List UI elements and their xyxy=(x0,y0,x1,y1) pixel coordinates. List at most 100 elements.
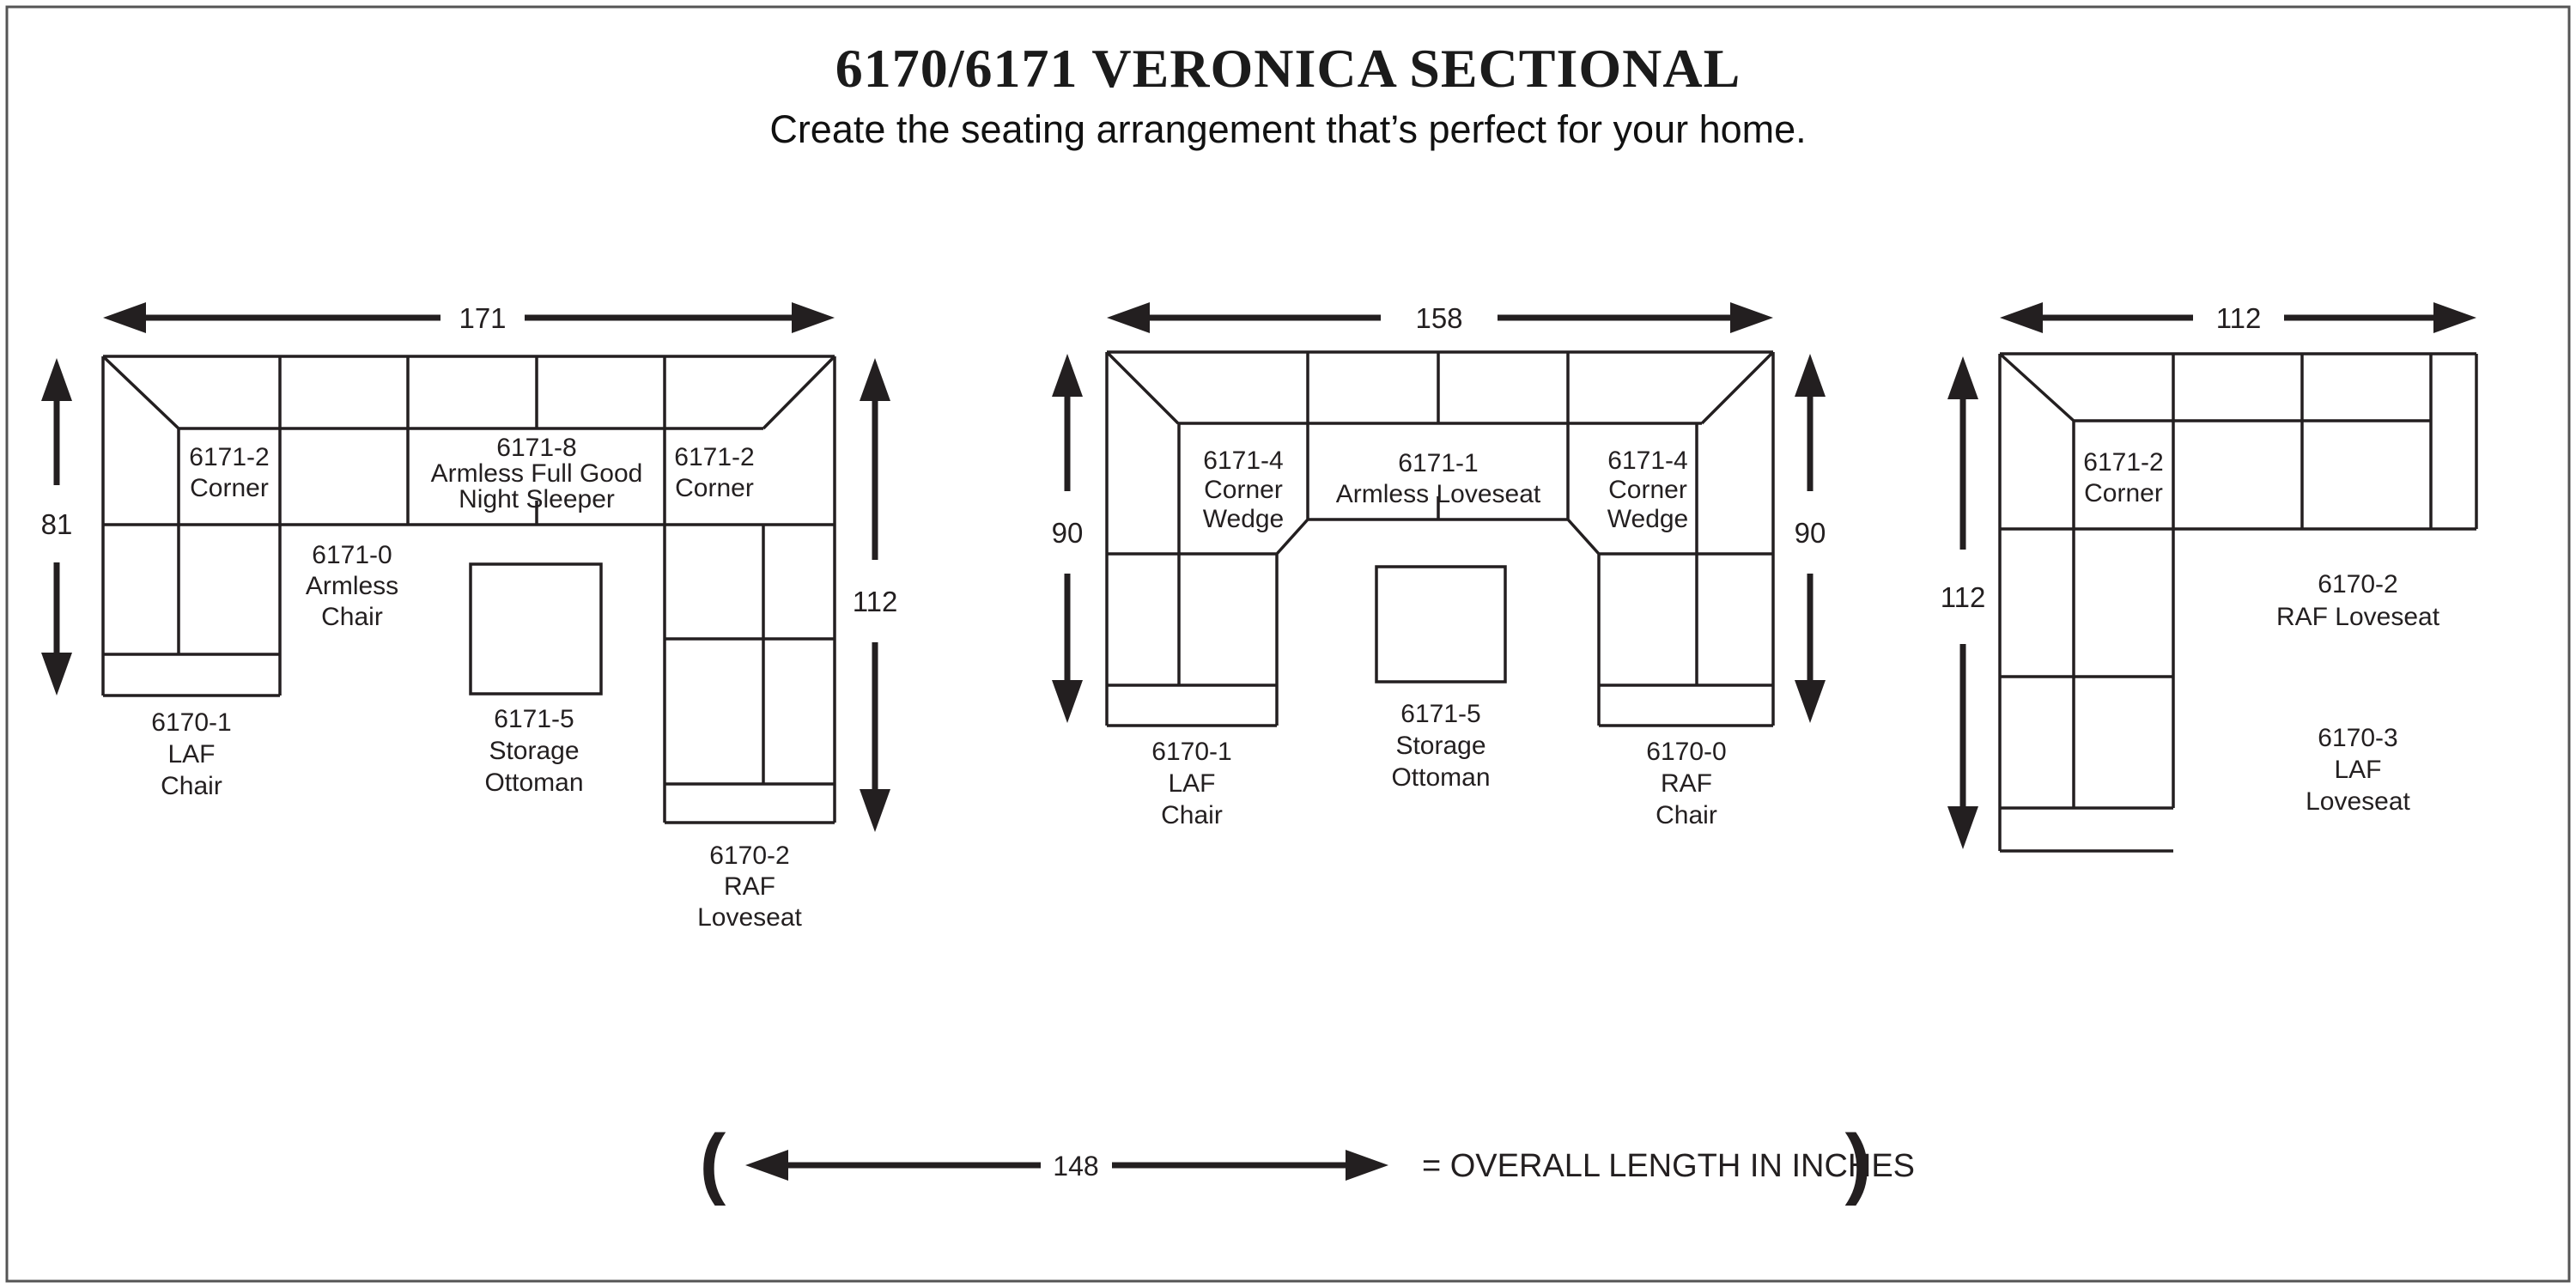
svg-text:Corner: Corner xyxy=(675,474,754,502)
svg-text:6171-5: 6171-5 xyxy=(1400,700,1480,728)
arrowhead-right-icon xyxy=(1346,1150,1388,1181)
piece-label-storage-ottoman: 6171-5 Storage Ottoman xyxy=(484,705,583,797)
right-depth-dimension-arrow: 90 xyxy=(1795,354,1826,723)
left-depth-dimension-arrow: 90 xyxy=(1052,354,1084,723)
sectional-outline xyxy=(1105,350,1775,727)
piece-label-armless-loveseat: 6171-1 Armless Loveseat xyxy=(1336,449,1541,508)
piece-label-laf-chair: 6170-1 LAF Chair xyxy=(1151,738,1231,829)
ottoman-outline xyxy=(1375,565,1507,683)
width-dimension-arrow: 171 xyxy=(103,302,835,334)
piece-label-raf-chair: 6170-0 RAF Chair xyxy=(1646,738,1726,829)
arrowhead-down-icon xyxy=(1795,680,1826,723)
ottoman-outline xyxy=(469,562,603,696)
svg-text:Chair: Chair xyxy=(321,603,383,631)
left-depth-dimension-arrow: 112 xyxy=(1941,356,1985,849)
piece-label-corner: 6171-2 Corner xyxy=(2083,448,2163,507)
piece-label-storage-ottoman: 6171-5 Storage Ottoman xyxy=(1391,700,1490,792)
svg-text:6171-4: 6171-4 xyxy=(1607,447,1687,475)
arrowhead-up-icon xyxy=(860,358,890,401)
piece-label-raf-loveseat: 6170-2 RAF Loveseat xyxy=(697,841,802,932)
svg-text:Armless Full Good: Armless Full Good xyxy=(431,459,643,488)
legend: ( 148 = OVERALL LENGTH IN INCHES ) xyxy=(700,1119,1915,1206)
svg-text:Corner: Corner xyxy=(1608,476,1687,504)
width-dimension-value: 112 xyxy=(2216,302,2262,334)
arrowhead-up-icon xyxy=(1795,354,1826,397)
piece-label-raf-loveseat: 6170-2 RAF Loveseat xyxy=(2276,570,2440,631)
diagram-112-sectional: 112 112 6171-2 Corner 6170-2 RAF Lovesea… xyxy=(1941,302,2478,853)
arrowhead-down-icon xyxy=(41,653,72,696)
arrowhead-left-icon xyxy=(103,302,146,333)
piece-label-corner-right: 6171-2 Corner xyxy=(674,443,754,502)
diagram-171-sectional: 171 81 112 6171-2 Corner xyxy=(41,302,898,932)
left-depth-value: 81 xyxy=(41,508,73,540)
arrowhead-left-icon xyxy=(2000,302,2043,333)
svg-text:6171-0: 6171-0 xyxy=(312,541,392,569)
piece-label-corner-wedge-left: 6171-4 Corner Wedge xyxy=(1203,447,1285,533)
svg-text:Armless Loveseat: Armless Loveseat xyxy=(1336,480,1541,508)
svg-text:6170-2: 6170-2 xyxy=(709,841,789,870)
sectional-outline xyxy=(1998,352,2478,853)
svg-text:Night Sleeper: Night Sleeper xyxy=(459,485,615,513)
diagram-158-sectional: 158 90 90 6171-4 Corner xyxy=(1052,302,1826,829)
svg-text:6171-5: 6171-5 xyxy=(494,705,574,733)
piece-label-armless-chair: 6171-0 Armless Chair xyxy=(306,541,398,631)
right-depth-value: 90 xyxy=(1795,517,1826,549)
legend-length-arrow: 148 xyxy=(745,1150,1388,1182)
width-dimension-value: 158 xyxy=(1415,302,1462,334)
arrowhead-up-icon xyxy=(1052,354,1083,397)
legend-length-value: 148 xyxy=(1053,1151,1098,1182)
width-dimension-value: 171 xyxy=(459,302,506,334)
left-depth-dimension-arrow: 81 xyxy=(41,358,73,696)
left-depth-value: 90 xyxy=(1052,517,1084,549)
svg-text:Wedge: Wedge xyxy=(1203,505,1285,533)
svg-text:Ottoman: Ottoman xyxy=(1391,763,1490,792)
svg-text:6171-1: 6171-1 xyxy=(1398,449,1478,477)
svg-text:Corner: Corner xyxy=(1204,476,1283,504)
svg-text:6170-1: 6170-1 xyxy=(151,708,231,737)
svg-text:Armless: Armless xyxy=(306,572,398,600)
arrowhead-down-icon xyxy=(860,789,890,832)
svg-text:Chair: Chair xyxy=(1656,801,1717,829)
page-title: 6170/6171 VERONICA SECTIONAL xyxy=(835,38,1741,99)
legend-open-paren: ( xyxy=(700,1119,726,1206)
arrowhead-up-icon xyxy=(1947,356,1978,399)
page-border xyxy=(5,5,2571,1283)
svg-text:LAF: LAF xyxy=(167,740,215,769)
svg-text:6171-8: 6171-8 xyxy=(496,434,576,462)
width-dimension-arrow: 112 xyxy=(2000,302,2476,334)
svg-text:6171-2: 6171-2 xyxy=(674,443,754,471)
legend-close-paren: ) xyxy=(1845,1119,1872,1206)
svg-text:RAF: RAF xyxy=(1661,769,1712,798)
svg-text:RAF Loveseat: RAF Loveseat xyxy=(2276,603,2440,631)
right-depth-dimension-arrow: 112 xyxy=(853,358,898,832)
sectional-outline xyxy=(101,355,836,824)
svg-text:Storage: Storage xyxy=(1395,732,1485,760)
arrowhead-up-icon xyxy=(41,358,72,401)
arrowhead-down-icon xyxy=(1947,806,1978,849)
page-subtitle: Create the seating arrangement that’s pe… xyxy=(769,107,1807,151)
svg-text:6171-4: 6171-4 xyxy=(1203,447,1283,475)
arrowhead-right-icon xyxy=(2433,302,2476,333)
svg-text:Corner: Corner xyxy=(2084,479,2163,507)
svg-text:6171-2: 6171-2 xyxy=(2083,448,2163,477)
right-depth-value: 112 xyxy=(853,586,898,617)
svg-text:RAF: RAF xyxy=(724,872,775,901)
svg-text:6170-0: 6170-0 xyxy=(1646,738,1726,766)
svg-text:Corner: Corner xyxy=(190,474,269,502)
piece-label-sleeper: 6171-8 Armless Full Good Night Sleeper xyxy=(431,434,643,513)
svg-text:6170-1: 6170-1 xyxy=(1151,738,1231,766)
svg-text:6170-2: 6170-2 xyxy=(2318,570,2397,598)
svg-text:Loveseat: Loveseat xyxy=(697,903,802,932)
piece-label-corner-left: 6171-2 Corner xyxy=(189,443,269,502)
svg-text:Storage: Storage xyxy=(489,737,579,765)
svg-text:LAF: LAF xyxy=(2334,756,2381,784)
arrowhead-left-icon xyxy=(745,1150,788,1181)
svg-text:Ottoman: Ottoman xyxy=(484,769,583,797)
piece-label-laf-chair: 6170-1 LAF Chair xyxy=(151,708,231,800)
width-dimension-arrow: 158 xyxy=(1107,302,1773,334)
svg-text:Chair: Chair xyxy=(1161,801,1223,829)
legend-equals-text: = OVERALL LENGTH IN INCHES xyxy=(1422,1148,1915,1184)
arrowhead-left-icon xyxy=(1107,302,1150,333)
